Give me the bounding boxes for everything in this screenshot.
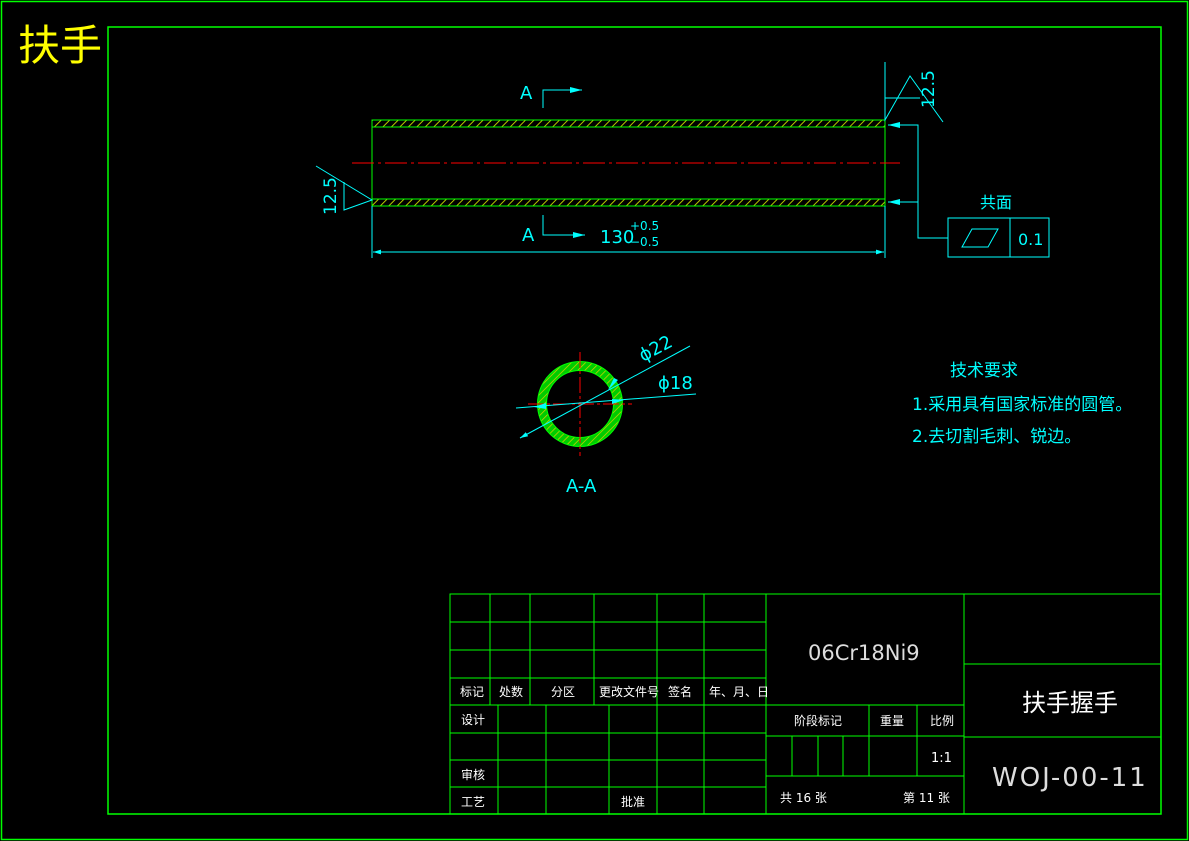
section-arrow-top [570,87,582,93]
length-dimension: 130 +0.5 −0.5 [371,206,886,258]
tb-weight: 重量 [880,714,904,728]
tb-stage-mark: 阶段标记 [794,713,842,728]
dim-arrow-outer-upper [608,378,618,390]
tb-approve: 批准 [621,794,645,809]
title-block-text: 标记 处数 分区 更改文件号 签名 年、月、日 设计 审核 工艺 批准 06Cr… [460,641,1148,809]
tube-front-view [352,119,900,207]
tb-total-sheets: 共 16 张 [780,791,827,805]
tb-header-signature: 签名 [668,684,692,699]
tb-header-zone: 分区 [551,685,575,699]
tb-sheet-no: 第 11 张 [903,791,950,805]
tb-header-change-doc: 更改文件号 [599,684,659,699]
section-label-bottom: A [522,225,535,246]
tb-material: 06Cr18Ni9 [808,641,920,665]
gdt-tolerance: 0.1 [1018,230,1043,249]
dim-arrow-inner-right [612,399,624,404]
gdt-leader-arrow-bottom [888,199,900,205]
drawing-title: 扶手 [18,21,102,70]
tb-scale-label: 比例 [930,714,954,728]
gdt-frame: 共面 0.1 [947,193,1050,258]
dim-tol-lower: −0.5 [630,235,659,249]
tube-bottom-wall [371,198,886,207]
tb-process: 工艺 [461,795,485,809]
technical-requirements: 技术要求 1.采用具有国家标准的圆管。 2.去切割毛刺、锐边。 [912,361,1132,447]
roughness-right-value: 12.5 [919,70,939,108]
gdt-leaders [888,122,948,239]
roughness-left-value: 12.5 [321,177,341,215]
roughness-left-lines [315,165,374,211]
tb-part-name: 扶手握手 [1022,689,1118,717]
tb-design: 设计 [461,713,485,727]
tb-review: 审核 [461,767,485,782]
section-line-top [542,89,582,108]
tb-scale: 1:1 [931,751,952,766]
dim-inner-diameter: ϕ18 [658,373,693,394]
roughness-symbol-right: 12.5 [884,62,944,123]
dim-arrow-inner-left [534,403,546,409]
gdt-leader-line [888,124,948,239]
tech-req-item-2: 2.去切割毛刺、锐边。 [912,427,1081,447]
tb-header-date: 年、月、日 [709,685,769,699]
section-label-top: A [520,83,533,104]
tech-req-title: 技术要求 [950,361,1018,381]
section-line-bottom [542,215,585,236]
title-block-border [449,593,1162,815]
section-marker-top: A [520,83,582,108]
tb-header-mark: 标记 [460,685,484,699]
tb-header-count: 处数 [499,684,523,699]
title-block [449,593,1162,815]
gdt-label: 共面 [980,193,1012,212]
dim-line-outer-dia [519,345,691,439]
tech-req-item-1: 1.采用具有国家标准的圆管。 [912,395,1132,415]
gdt-box [947,217,1050,258]
gdt-leader-arrow-top [888,122,900,128]
tb-drawing-no: WOJ-00-11 [992,763,1148,793]
section-arrow-bottom [573,232,585,238]
section-marker-bottom: A [522,215,585,246]
dim-length-value: 130 [600,227,634,248]
dim-tol-upper: +0.5 [630,219,659,233]
dim-outer-diameter: ϕ22 [635,332,676,367]
section-view-aa: ϕ22 ϕ18 A-A [515,332,697,497]
section-caption: A-A [566,476,597,497]
flatness-icon [961,228,999,248]
tube-top-wall [371,119,886,128]
roughness-symbol-left: 12.5 [315,165,374,215]
